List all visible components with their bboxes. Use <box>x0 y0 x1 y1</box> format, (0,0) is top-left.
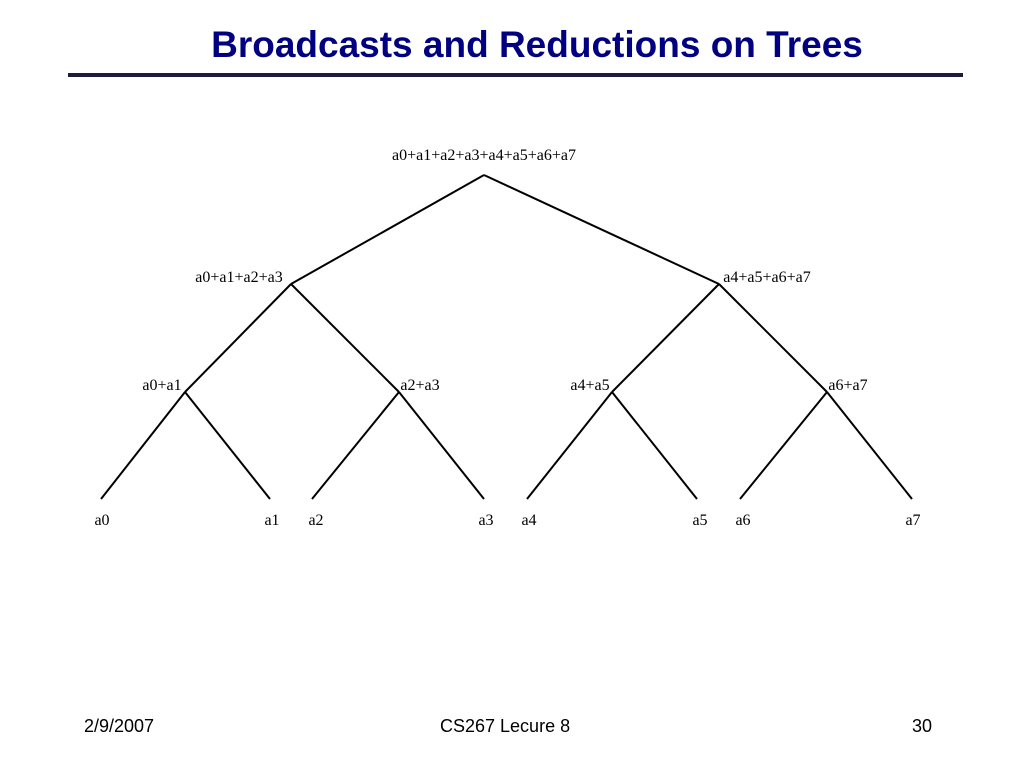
slide-title: Broadcasts and Reductions on Trees <box>211 24 863 65</box>
edge-l1a-left <box>184 283 292 393</box>
footer-page-number: 30 <box>912 716 933 736</box>
leaf-node: a3 <box>478 512 493 529</box>
edge-l2d-right <box>826 391 913 500</box>
edge-l2c-left <box>526 391 613 500</box>
leaf-node: a0 <box>94 512 109 529</box>
node-level2: a4+a5 <box>570 377 609 394</box>
edge-root-right <box>483 174 720 285</box>
node-root: a0+a1+a2+a3+a4+a5+a6+a7 <box>392 147 576 164</box>
edge-l2a-left <box>100 391 186 500</box>
leaf-node: a6 <box>735 512 750 529</box>
edge-l1a-right <box>290 283 400 393</box>
node-level1: a0+a1+a2+a3 <box>195 269 282 286</box>
leaf-node: a4 <box>521 512 536 529</box>
edge-l1b-left <box>611 283 720 393</box>
leaf-node: a7 <box>905 512 920 529</box>
node-level2: a2+a3 <box>400 377 439 394</box>
node-level1: a4+a5+a6+a7 <box>723 269 810 286</box>
edge-root-left <box>290 174 485 285</box>
edge-l2b-right <box>398 391 485 500</box>
footer-course: CS267 Lecure 8 <box>440 716 571 736</box>
edge-l2a-right <box>184 391 271 500</box>
edge-l2c-right <box>611 391 698 500</box>
edge-l1b-right <box>718 283 828 393</box>
node-level2: a0+a1 <box>142 377 181 394</box>
leaf-node: a5 <box>692 512 707 529</box>
edge-l2d-left <box>739 391 828 500</box>
tree-edges <box>100 174 913 500</box>
title-underline <box>68 73 963 77</box>
edge-l2b-left <box>311 391 400 500</box>
footer-date: 2/9/2007 <box>84 716 155 736</box>
leaf-node: a2 <box>308 512 323 529</box>
leaf-node: a1 <box>264 512 279 529</box>
node-level2: a6+a7 <box>828 377 867 394</box>
